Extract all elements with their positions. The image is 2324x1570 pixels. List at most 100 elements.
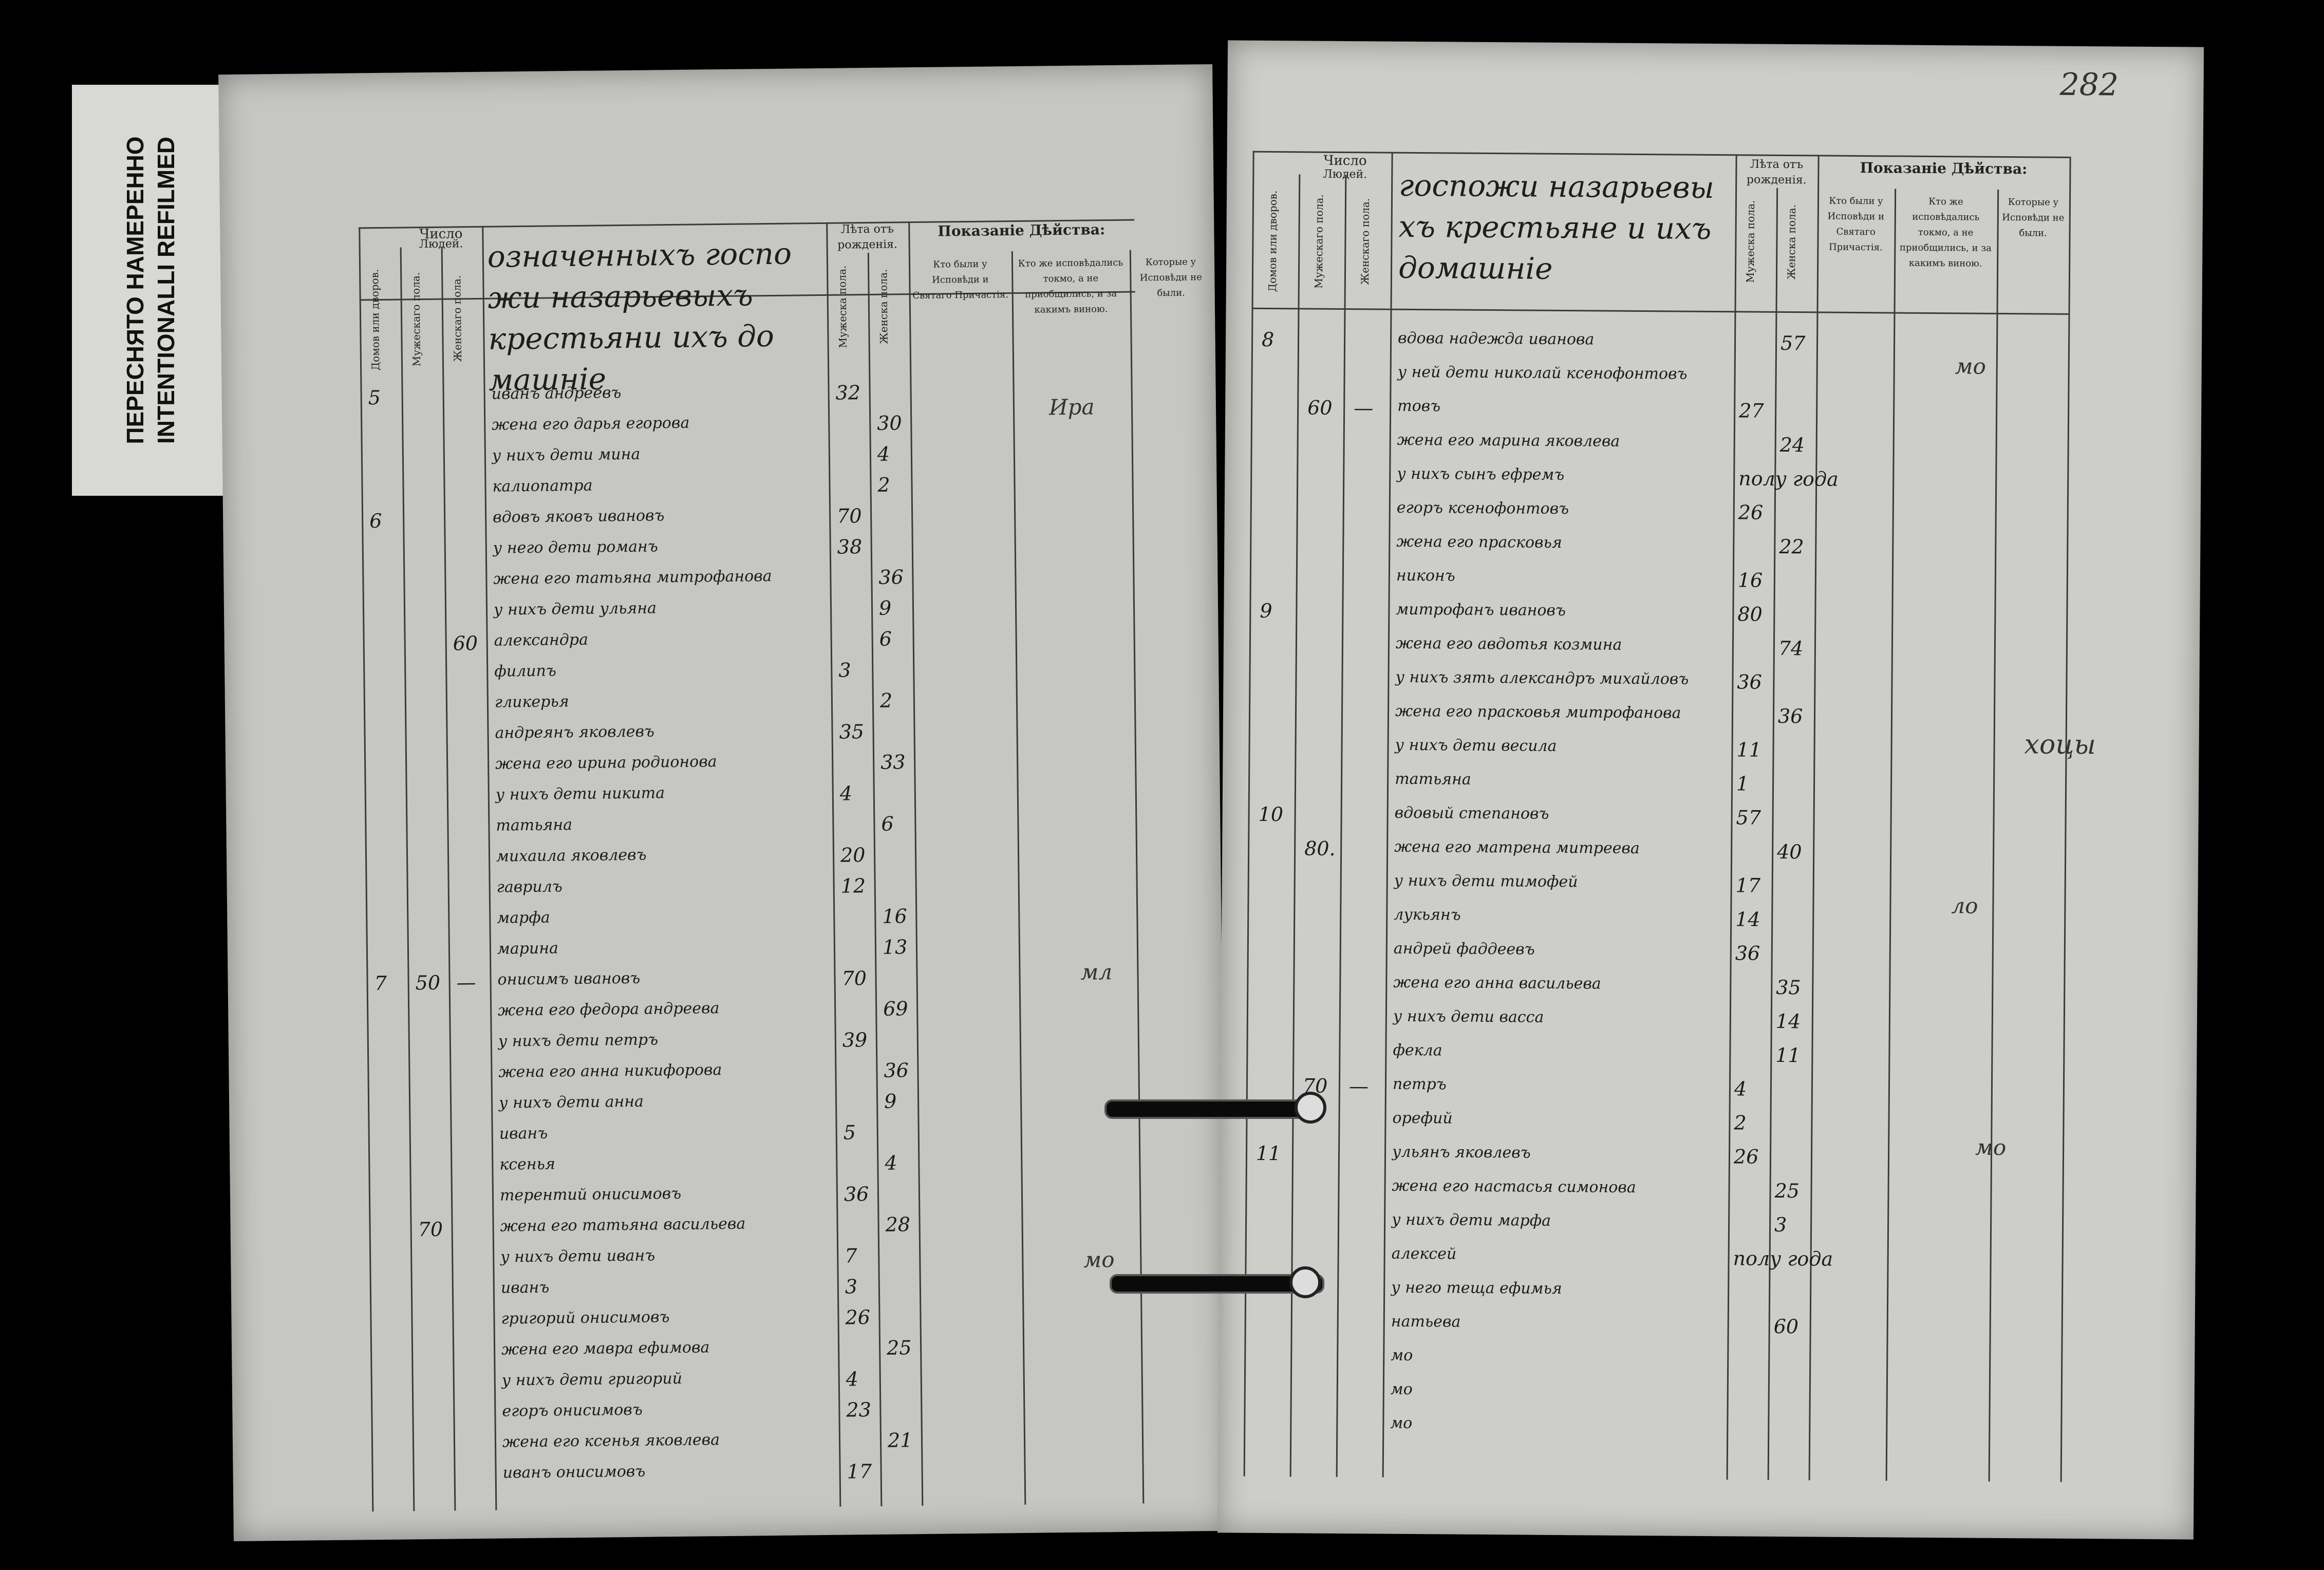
cell-t: иванъ xyxy=(500,1278,550,1297)
cell-t: жена его ирина родионова xyxy=(495,753,717,773)
left-note: мо xyxy=(1083,1247,1115,1273)
cell-t: марфа xyxy=(497,908,550,927)
col-c2: Кто же исповѣдались токмо, а не приобщил… xyxy=(1899,196,1992,269)
cell-d: 7 xyxy=(374,971,387,995)
cell-lz: 11 xyxy=(1775,1043,1801,1067)
cell-t: михаила яковлевъ xyxy=(496,846,647,866)
cell-lm: 2 xyxy=(1734,1111,1747,1134)
left-note: Ира xyxy=(1048,394,1095,420)
cell-lz: 74 xyxy=(1778,637,1804,660)
cell-t: жена его прасковья митрофанова xyxy=(1395,702,1681,722)
cell-lz: 14 xyxy=(1775,1010,1801,1033)
col-c1: Кто были у Исповѣди и Святаго Причастія. xyxy=(912,258,1009,302)
cell-t: иванъ xyxy=(499,1124,548,1143)
cell-d: 6 xyxy=(369,509,382,533)
cell-t: натьева xyxy=(1391,1312,1461,1331)
cell-t: мо xyxy=(1390,1414,1413,1432)
cell-t: жена его дарья егорова xyxy=(492,414,690,434)
cell-t: у нихъ дети весила xyxy=(1395,736,1557,755)
cell-t: у нихъ зять александръ михайловъ xyxy=(1395,668,1689,688)
cell-lz: 4 xyxy=(885,1151,897,1174)
cell-d: 10 xyxy=(1258,802,1284,826)
col-leta-m: Мужеска пола. xyxy=(836,265,849,349)
cell-lm: 20 xyxy=(840,844,866,867)
left-page: Число Людей. Домов или дворов. Мужескаго… xyxy=(218,64,1228,1542)
cell-t: у нихъ дети григорий xyxy=(501,1369,683,1390)
cell-t: гликерья xyxy=(494,693,569,712)
stamp-text: ПЕРЕСНЯТО НАМЕРЕННО INTENTIONALLI REFILM… xyxy=(120,136,181,444)
cell-t: филипъ xyxy=(494,662,557,681)
cell-t: митрофанъ ивановъ xyxy=(1396,600,1566,620)
cell-t: у него дети романъ xyxy=(493,537,659,557)
col-c2: Кто же исповѣдались токмо, а не приобщил… xyxy=(1018,257,1123,315)
cell-lm: 14 xyxy=(1735,908,1760,931)
cell-lz: 57 xyxy=(1780,331,1806,355)
cell-t: жена его авдотья козмина xyxy=(1395,634,1622,654)
cell-t: терентий онисимовъ xyxy=(499,1184,682,1205)
cell-t: у нихъ дети васса xyxy=(1393,1007,1544,1026)
cell-t: калиопатра xyxy=(492,476,593,496)
cell-t: у нихъ дети тимофей xyxy=(1394,871,1578,891)
cell-lz: 6 xyxy=(881,812,894,835)
cell-lz: 24 xyxy=(1779,433,1805,457)
cell-t: жена его ксенья яковлева xyxy=(502,1431,720,1451)
right-heading: госпожи назарьевы хъ крестьяне и ихъ дом… xyxy=(1398,167,1715,286)
cell-t: у нихъ дети мина xyxy=(492,445,641,465)
cell-t: ксенья xyxy=(499,1155,555,1174)
cell-t: фекла xyxy=(1393,1041,1442,1060)
col-lyudey: Людей. xyxy=(1323,167,1367,181)
col-pokazanie: Показаніе Дѣйства: xyxy=(1860,159,2028,178)
right-note: мо xyxy=(1975,1134,2007,1161)
binding-thread xyxy=(1104,1099,1324,1119)
cell-lz: 16 xyxy=(882,905,907,928)
cell-t: жена его настасья симонова xyxy=(1392,1176,1636,1197)
col-leta: Лѣта отъ рожденія. xyxy=(1746,158,1807,187)
cell-t: у него теща ефимья xyxy=(1391,1278,1562,1298)
cell-t: жена его татьяна митрофанова xyxy=(493,567,772,588)
cell-z: — xyxy=(1348,1075,1369,1098)
cell-t: жена его матрена митреева xyxy=(1394,837,1640,858)
cell-lm: 4 xyxy=(846,1368,859,1391)
cell-lm: 36 xyxy=(1735,942,1760,965)
cell-lz: 60 xyxy=(1773,1315,1799,1338)
stamp-line-ru: ПЕРЕСНЯТО НАМЕРЕННО xyxy=(121,136,148,444)
cell-lz: 36 xyxy=(1777,704,1803,728)
right-page: 282 Число Людей. Домов или дворов. Мужес… xyxy=(1217,40,2204,1540)
cell-t: жена его мавра ефимова xyxy=(501,1338,710,1359)
cell-m: 80. xyxy=(1304,837,1336,860)
cell-t: вдовый степановъ xyxy=(1394,803,1549,823)
col-dvory: Домов или дворов. xyxy=(368,269,382,370)
cell-t: жена его анна васильева xyxy=(1393,973,1601,993)
cell-lm: 26 xyxy=(1733,1145,1759,1168)
cell-t: иванъ андреевъ xyxy=(491,384,622,403)
cell-t: татьяна xyxy=(1395,770,1471,789)
cell-lz: 4 xyxy=(877,442,890,465)
cell-lz: 36 xyxy=(878,566,904,589)
cell-lm: 70 xyxy=(841,967,867,990)
refilmed-stamp: ПЕРЕСНЯТО НАМЕРЕННО INTENTIONALLI REFILM… xyxy=(72,85,229,496)
col-c3: Которые у Исповѣди не были. xyxy=(2002,197,2065,239)
cell-lm: 3 xyxy=(845,1275,858,1298)
cell-lz: 25 xyxy=(1774,1179,1800,1203)
cell-t: у нихъ дети иванъ xyxy=(500,1246,655,1266)
cell-lm: 35 xyxy=(839,720,865,743)
cell-t: андреянъ яковлевъ xyxy=(495,722,655,742)
cell-lm: 17 xyxy=(847,1460,872,1483)
cell-t: александра xyxy=(494,630,589,650)
cell-t: жена его федора андреева xyxy=(498,999,720,1020)
cell-t: алексей xyxy=(1391,1244,1457,1263)
cell-lm: 26 xyxy=(1738,501,1764,524)
cell-t: орефий xyxy=(1392,1109,1453,1128)
cell-lz: 6 xyxy=(879,627,892,650)
col-dvory: Домов или дворов. xyxy=(1266,190,1280,292)
cell-t: мо xyxy=(1391,1346,1413,1365)
cell-lm: 70 xyxy=(836,504,862,528)
cell-lz: 25 xyxy=(886,1336,912,1359)
cell-t: жена его татьяна васильева xyxy=(500,1214,746,1236)
cell-lm: 4 xyxy=(839,782,853,805)
cell-lm: 80 xyxy=(1737,603,1763,626)
cell-lm: 7 xyxy=(845,1244,857,1267)
cell-lz: 2 xyxy=(879,689,893,712)
right-note: мо xyxy=(1955,353,1986,379)
